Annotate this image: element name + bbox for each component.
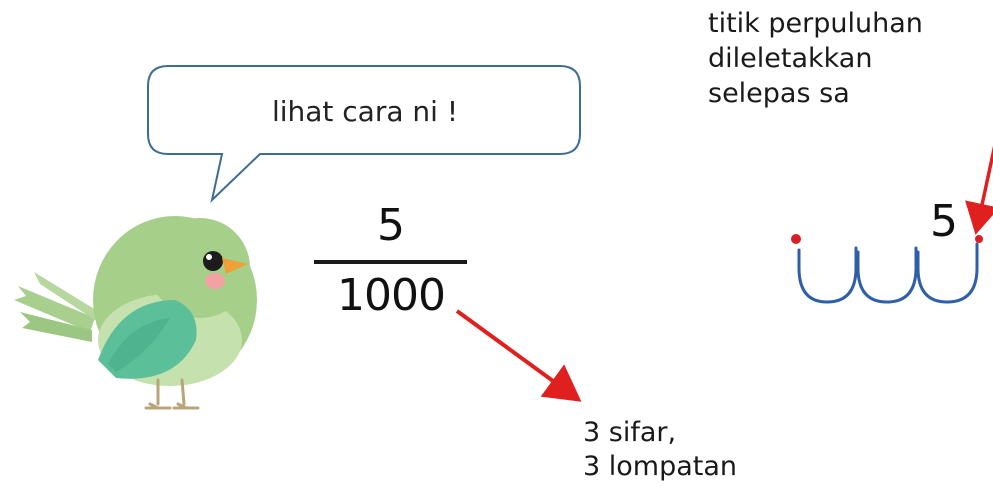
bird-illustration-icon — [14, 216, 257, 410]
jump-arc — [856, 246, 918, 304]
jump-arc — [916, 242, 979, 304]
note-line: 3 lompatan — [583, 451, 738, 482]
note-line: selepas sa — [708, 78, 850, 109]
arrow-icon — [455, 309, 582, 402]
note-line: dileletakkan — [708, 43, 873, 74]
decimal-jumps — [797, 242, 979, 304]
fraction-denominator: 1000 — [337, 270, 446, 321]
start-dot — [791, 234, 801, 244]
arrow-icon — [965, 145, 993, 235]
fraction-numerator: 5 — [377, 200, 405, 251]
speech-bubble-text: lihat cara ni ! — [271, 95, 459, 128]
zeros-note: 3 sifar, 3 lompatan — [583, 416, 823, 484]
decimal-point-note: titik perpuluhan dileletakkan selepas sa — [708, 6, 993, 111]
fraction-bar — [314, 260, 467, 264]
decimal-point-dot — [975, 235, 983, 243]
jump-arc — [797, 246, 858, 304]
decimal-demo-digit: 5 — [930, 196, 958, 247]
speech-bubble — [147, 65, 581, 203]
note-line: titik perpuluhan — [708, 8, 923, 39]
note-line: 3 sifar, — [583, 417, 677, 448]
